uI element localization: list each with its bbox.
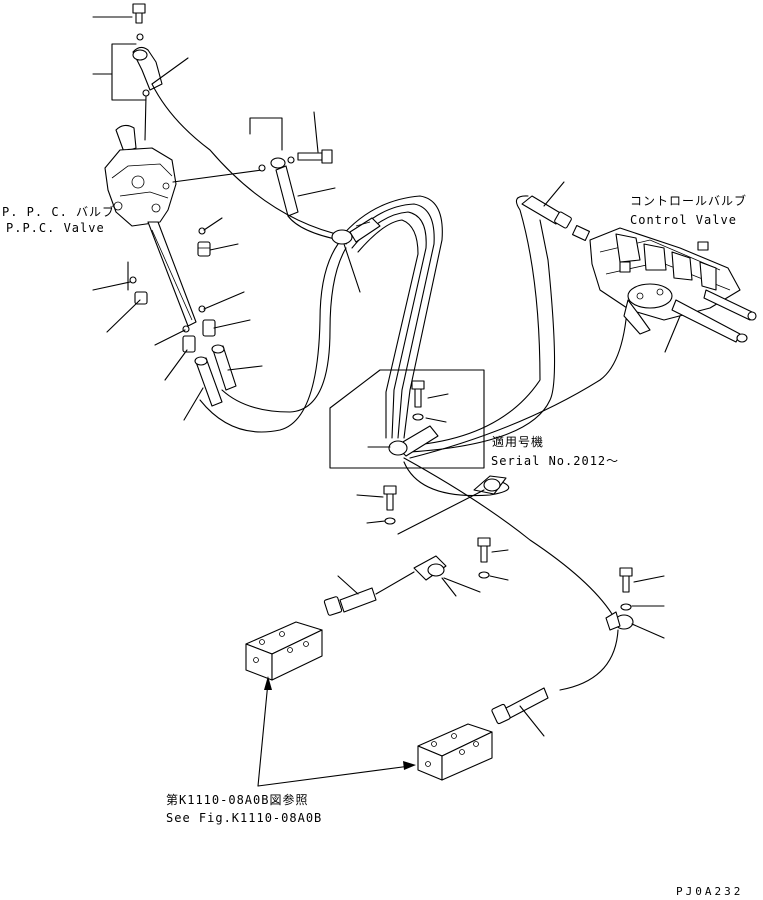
ppc-valve-body — [104, 124, 197, 327]
ppc-valve-assembly — [104, 3, 237, 407]
o-ring — [136, 33, 144, 41]
hose-clamp — [331, 217, 381, 293]
washer — [620, 603, 632, 611]
bolt — [297, 149, 333, 164]
clamp-plate — [388, 425, 439, 457]
clamp — [605, 611, 634, 631]
clamp-group-lower — [413, 537, 509, 597]
hose-end — [270, 157, 299, 217]
clamp-group-middle — [356, 475, 507, 535]
clamp — [413, 555, 447, 581]
control-valve-label-jp: コントロールバルブ — [630, 193, 747, 208]
see-fig-label-jp: 第K1110-08A0B図参照 — [166, 792, 308, 807]
serial-inset-box — [329, 369, 485, 469]
hose-end — [521, 195, 572, 229]
control-valve-body — [571, 224, 757, 343]
elbow-fitting — [197, 241, 211, 257]
washer — [478, 571, 490, 579]
valve-block — [245, 621, 323, 681]
clamp-group-right — [605, 567, 665, 639]
hose-end — [491, 687, 549, 725]
bolt — [477, 537, 491, 563]
washer — [384, 517, 396, 525]
serial-label-jp: 適用号機 — [492, 434, 544, 449]
elbow-fitting — [202, 319, 216, 337]
lower-left-hose — [245, 571, 415, 681]
ppc-valve-label-en: P.P.C. Valve — [6, 221, 105, 235]
washer — [412, 413, 424, 421]
control-valve — [521, 181, 757, 353]
lower-right-hose — [417, 687, 549, 781]
plug — [134, 291, 148, 305]
bolt — [383, 485, 397, 511]
hose-end — [194, 356, 223, 407]
o-ring — [129, 276, 137, 284]
o-ring — [198, 227, 206, 235]
control-valve-label-en: Control Valve — [630, 213, 737, 227]
connector-group-mid — [249, 111, 336, 217]
hose-end — [323, 587, 377, 616]
drawing-code: PJ0A232 — [676, 885, 743, 898]
leader-lines — [92, 16, 263, 421]
labels: P. P. C. バルブ P.P.C. Valve コントロールバルブ Cont… — [2, 193, 747, 898]
o-ring — [142, 89, 150, 97]
hose-end — [211, 344, 237, 391]
serial-label-en: Serial No.2012～ — [491, 454, 619, 468]
valve-block — [417, 723, 493, 781]
see-fig-label-en: See Fig.K1110-08A0B — [166, 811, 322, 825]
top-bolt — [132, 3, 146, 24]
elbow-fitting — [182, 335, 196, 353]
reference-arrows — [257, 676, 416, 787]
lever-knob — [132, 46, 163, 91]
clamp — [473, 475, 507, 495]
ppc-valve-label-jp: P. P. C. バルブ — [2, 204, 115, 219]
bolt — [619, 567, 633, 593]
bolt — [411, 380, 425, 408]
